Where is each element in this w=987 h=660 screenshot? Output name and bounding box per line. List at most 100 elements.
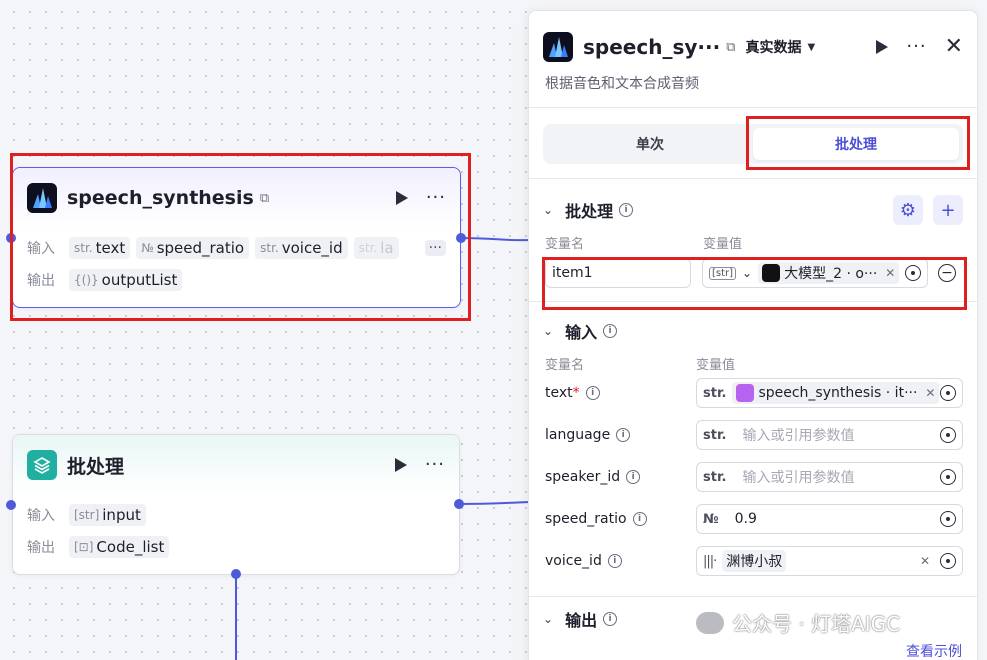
add-icon[interactable]: + xyxy=(933,195,963,225)
reference-chip: speech_synthesis · it···✕ xyxy=(732,382,940,404)
node-title: speech_synthesis xyxy=(67,187,254,209)
info-icon[interactable]: i xyxy=(603,612,618,626)
clear-icon[interactable]: ✕ xyxy=(885,266,896,280)
speech-input-port[interactable] xyxy=(6,233,16,243)
speech-logo-icon xyxy=(27,183,57,213)
input-label: 输入 xyxy=(27,508,55,524)
node-config-panel: speech_sy··· ⧉ 真实数据 ▼ ··· ✕ 根据音色和文本合成音频 … xyxy=(528,10,978,660)
run-icon[interactable] xyxy=(876,40,889,54)
edge-batch-out xyxy=(458,501,531,505)
chevron-down-icon[interactable]: ⌄ xyxy=(543,324,554,338)
output-row: 输出 [⊡]Code_list xyxy=(13,531,459,563)
section-title: 输入 xyxy=(565,323,598,342)
voice-chip: 渊博小叔 xyxy=(722,550,787,572)
tab-single[interactable]: 单次 xyxy=(636,137,664,153)
llm-icon xyxy=(762,264,781,282)
reference-target-icon[interactable] xyxy=(905,265,921,281)
wechat-icon xyxy=(696,611,724,634)
info-icon[interactable]: i xyxy=(607,554,622,568)
section-title: 输出 xyxy=(565,611,598,630)
node-header: 批处理 ··· xyxy=(13,435,459,495)
input-section-header[interactable]: ⌄ 输入 i xyxy=(529,308,977,354)
batch-output-port[interactable] xyxy=(454,499,464,509)
remove-icon[interactable]: − xyxy=(938,264,956,282)
reference-target-icon[interactable] xyxy=(940,511,956,527)
divider xyxy=(529,107,977,108)
info-icon[interactable]: i xyxy=(616,428,631,442)
chevron-down-icon[interactable]: ⌄ xyxy=(543,203,554,217)
input-row: 输入 [str]input xyxy=(13,499,459,531)
input-row-text: text*i str. speech_synthesis · it···✕ xyxy=(529,372,977,414)
info-icon[interactable]: i xyxy=(603,324,618,338)
input-chip-text: str.text xyxy=(69,237,131,259)
tab-batch[interactable]: 批处理 xyxy=(753,128,959,160)
info-icon[interactable]: i xyxy=(585,386,600,400)
language-value-input[interactable]: str. 输入或引用参数值 xyxy=(696,420,963,450)
panel-header: speech_sy··· ⧉ 真实数据 ▼ ··· ✕ xyxy=(529,11,977,63)
data-source-select[interactable]: 真实数据 xyxy=(745,40,802,56)
clear-icon[interactable]: ✕ xyxy=(919,554,930,568)
text-value-field[interactable]: str. speech_synthesis · it···✕ xyxy=(696,378,963,408)
info-icon[interactable]: i xyxy=(619,203,634,217)
reference-target-icon[interactable] xyxy=(940,469,956,485)
batch-bottom-port[interactable] xyxy=(231,569,241,579)
voice-id-value-field[interactable]: |||· 渊博小叔 ✕ xyxy=(696,546,963,576)
speech-logo-icon xyxy=(543,32,573,62)
edge-speech-out xyxy=(460,237,531,242)
speaker-id-value-input[interactable]: str. 输入或引用参数值 xyxy=(696,462,963,492)
reference-target-icon[interactable] xyxy=(940,385,956,401)
speech-output-port[interactable] xyxy=(456,233,466,243)
play-icon[interactable] xyxy=(395,191,408,205)
chevron-down-icon[interactable]: ⌄ xyxy=(543,612,554,626)
more-icon[interactable]: ··· xyxy=(425,187,446,208)
input-column-headers: 变量名 变量值 xyxy=(545,358,736,373)
chevron-down-icon[interactable]: ⌄ xyxy=(742,266,753,280)
info-icon[interactable]: i xyxy=(626,470,641,484)
batch-item-name-input[interactable]: item1 xyxy=(545,258,691,288)
type-tag: [str] xyxy=(709,266,737,280)
close-icon[interactable]: ✕ xyxy=(944,34,963,59)
output-section-header[interactable]: ⌄ 输出 i xyxy=(529,597,977,641)
info-icon[interactable]: i xyxy=(632,512,647,526)
output-row: 输出 {()}outputList xyxy=(13,264,460,296)
audio-wave-icon: |||· xyxy=(703,553,717,569)
cube-icon xyxy=(736,384,755,402)
batch-item-value-field[interactable]: [str] ⌄ 大模型_2 · o··· ✕ xyxy=(702,258,928,288)
more-inputs-button[interactable]: ··· xyxy=(424,240,446,256)
output-label: 输出 xyxy=(27,273,55,289)
watermark: 公众号 · 灯塔AIGC xyxy=(696,608,900,637)
gear-icon[interactable]: ⚙ xyxy=(893,195,923,225)
output-label: 输出 xyxy=(27,540,55,556)
batch-input-port[interactable] xyxy=(6,500,16,510)
speed-ratio-value-input[interactable]: № 0.9 xyxy=(696,504,963,534)
input-chip-language: str.la xyxy=(353,237,399,259)
clear-icon[interactable]: ✕ xyxy=(925,386,936,400)
input-chip-voice-id: str.voice_id xyxy=(255,237,348,259)
see-example-link[interactable]: 查看示例 xyxy=(906,644,962,660)
input-label: 输入 xyxy=(27,241,55,257)
reference-target-icon[interactable] xyxy=(940,427,956,443)
more-icon[interactable]: ··· xyxy=(424,454,445,475)
batch-column-headers: 变量名 变量值 xyxy=(545,237,743,252)
reference-chip: 大模型_2 · o··· ✕ xyxy=(758,262,900,284)
more-icon[interactable]: ··· xyxy=(906,36,927,57)
panel-subtitle: 根据音色和文本合成音频 xyxy=(545,76,699,92)
batch-item-row: item1 [str] ⌄ 大模型_2 · o··· ✕ − xyxy=(529,253,977,293)
caret-down-icon[interactable]: ▼ xyxy=(807,41,816,53)
plugin-icon: ⧉ xyxy=(726,39,736,55)
play-icon[interactable] xyxy=(394,458,407,472)
batch-section-header[interactable]: ⌄ 批处理 i ⚙ + xyxy=(529,187,977,233)
node-header: speech_synthesis ⧉ ··· xyxy=(13,168,460,228)
divider xyxy=(529,178,977,179)
batch-node[interactable]: 批处理 ··· 输入 [str]input 输出 [⊡]Code_list xyxy=(12,434,460,575)
reference-target-icon[interactable] xyxy=(940,553,956,569)
divider xyxy=(529,301,977,302)
